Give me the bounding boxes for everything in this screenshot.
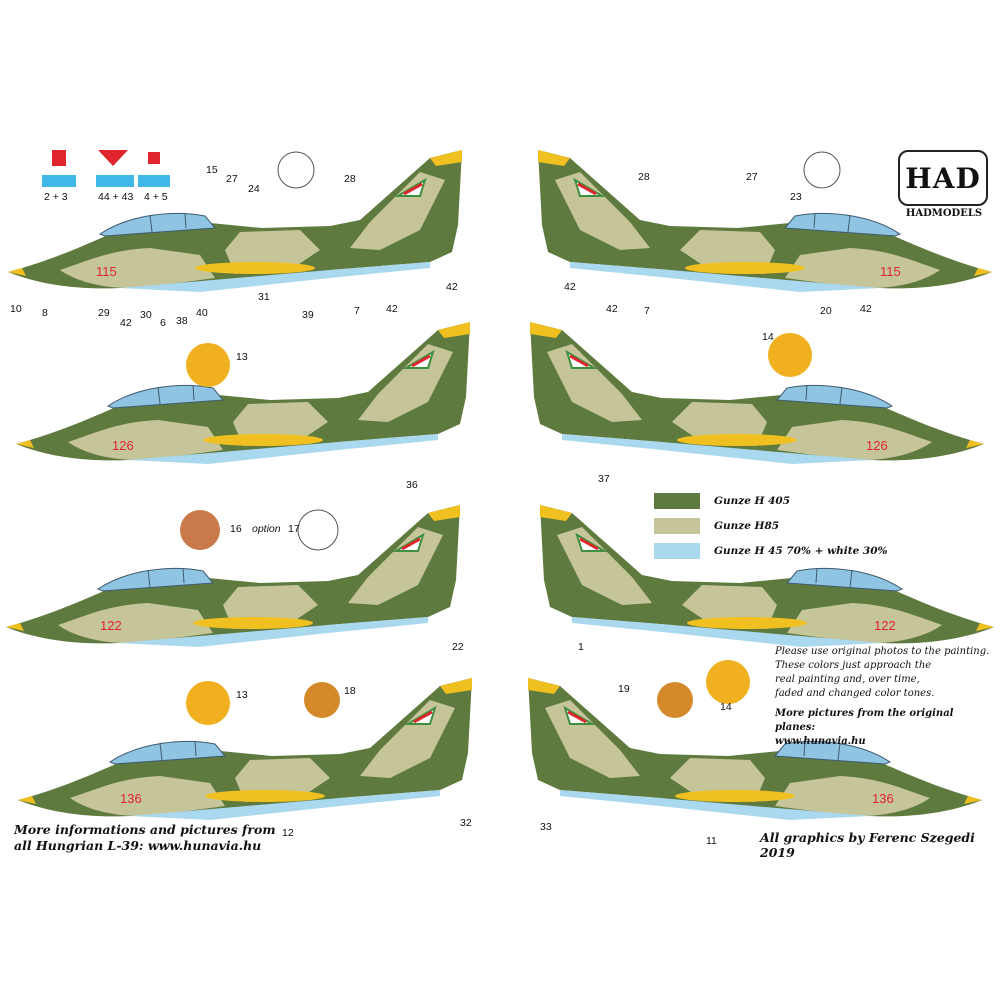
callout-1: 1 (578, 641, 584, 653)
legend-label: Gunze H85 (714, 519, 780, 532)
callout-7: 7 (354, 305, 360, 317)
footer-info: More informations and pictures from all … (14, 822, 276, 854)
hadmodels-logo: HAD HADMODELS (898, 150, 990, 219)
footer-line-1: More informations and pictures from (14, 822, 276, 837)
callout-23: 23 (790, 191, 802, 203)
callout-13: 13 (236, 351, 248, 363)
callout-29: 29 (98, 307, 110, 319)
callout-42-a: 42 (120, 317, 132, 329)
warning-red-icon (52, 150, 66, 166)
aircraft-126-left-profile (14, 320, 472, 466)
pegasus-yellow-emblem-icon-3 (186, 681, 230, 725)
callout-42-f: 42 (860, 303, 872, 315)
swatch-dark-green (654, 492, 700, 509)
marking-blue-icon-3 (138, 175, 170, 187)
callout-18: 18 (344, 685, 356, 697)
legend-row-light-blue: Gunze H 45 70% + white 30% (654, 538, 954, 563)
aircraft-126-right-profile (528, 320, 986, 466)
callout-39: 39 (302, 309, 314, 321)
pegasus-yellow-emblem-icon (186, 343, 230, 387)
pegasus-emblem-icon-2 (803, 151, 841, 189)
rooster-emblem-icon (180, 510, 220, 550)
callout-27-right: 27 (746, 171, 758, 183)
callout-42-c: 42 (446, 281, 458, 293)
serial-115-right: 115 (880, 264, 901, 279)
aircraft-115-left-profile (6, 148, 464, 294)
callout-24: 24 (248, 183, 260, 195)
serial-115-left: 115 (96, 264, 117, 279)
legend-label: Gunze H 45 70% + white 30% (714, 544, 888, 557)
callout-19: 19 (618, 683, 630, 695)
serial-126-left: 126 (112, 438, 134, 453)
callout-42-e: 42 (606, 303, 618, 315)
callout-7-right: 7 (644, 305, 650, 317)
callout-44-43: 44 + 43 (98, 191, 133, 203)
callout-42-b: 42 (386, 303, 398, 315)
marking-blue-icon (42, 175, 76, 187)
callout-2-3: 2 + 3 (44, 191, 68, 203)
callout-10: 10 (10, 303, 22, 315)
callout-40: 40 (196, 307, 208, 319)
callout-11: 11 (706, 835, 717, 847)
marking-icons (42, 150, 170, 187)
color-legend: Gunze H 405 Gunze H85 Gunze H 45 70% + w… (654, 488, 954, 563)
callout-option: option (252, 523, 281, 535)
note-more-title: More pictures from the original planes: (775, 708, 954, 733)
legend-row-dark-green: Gunze H 405 (654, 488, 954, 513)
red-triangle-icon (98, 150, 128, 166)
callout-28: 28 (344, 173, 356, 185)
serial-122-right: 122 (874, 618, 896, 633)
callout-31: 31 (258, 291, 270, 303)
note-line: Please use original photos to the painti… (775, 646, 990, 657)
painting-note: Please use original photos to the painti… (775, 645, 995, 749)
brand-name: HADMODELS (905, 208, 983, 219)
callout-14-b: 14 (720, 701, 732, 713)
serial-136-left: 136 (120, 791, 142, 806)
pegasus-yellow-emblem-icon-2 (768, 333, 812, 377)
callout-38: 38 (176, 315, 188, 327)
legend-label: Gunze H 405 (714, 494, 791, 507)
serial-122-left: 122 (100, 618, 122, 633)
callout-27: 27 (226, 173, 238, 185)
note-line: real painting and, over time, (775, 674, 920, 685)
callout-17: 17 (288, 523, 300, 535)
pegasus-yellow-emblem-icon-4 (706, 660, 750, 704)
callout-32: 32 (460, 817, 472, 829)
callout-12: 12 (282, 827, 294, 839)
callout-15: 15 (206, 164, 218, 176)
swatch-sand (654, 517, 700, 534)
logo-mark: HAD (898, 150, 988, 206)
rooster-white-emblem-icon (297, 509, 339, 551)
callout-14: 14 (762, 331, 774, 343)
note-line: These colors just approach the (775, 660, 932, 671)
footer-credit: All graphics by Ferenc Szegedi 2019 (760, 830, 975, 860)
callout-4-5: 4 + 5 (144, 191, 168, 203)
marking-blue-icon-2 (96, 175, 134, 187)
callout-28-right: 28 (638, 171, 650, 183)
footer-line-2: all Hungrian L-39: www.hunavia.hu (14, 838, 262, 853)
note-more-url[interactable]: www.hunavia.hu (775, 736, 866, 747)
note-line: faded and changed color tones. (775, 688, 935, 699)
callout-13-b: 13 (236, 689, 248, 701)
legend-row-sand: Gunze H85 (654, 513, 954, 538)
callout-37: 37 (598, 473, 610, 485)
serial-136-right: 136 (872, 791, 894, 806)
tiger-emblem-icon-2 (657, 682, 693, 718)
callout-20: 20 (820, 305, 832, 317)
callout-42-d: 42 (564, 281, 576, 293)
serial-126-right: 126 (866, 438, 888, 453)
red-cross-icon (148, 152, 160, 164)
callout-16: 16 (230, 523, 242, 535)
callout-6: 6 (160, 317, 166, 329)
pegasus-emblem-icon (277, 151, 315, 189)
callout-36: 36 (406, 479, 418, 491)
tiger-emblem-icon (304, 682, 340, 718)
callout-33: 33 (540, 821, 552, 833)
callout-8: 8 (42, 307, 48, 319)
callout-22: 22 (452, 641, 464, 653)
swatch-light-blue (654, 542, 700, 559)
callout-30: 30 (140, 309, 152, 321)
